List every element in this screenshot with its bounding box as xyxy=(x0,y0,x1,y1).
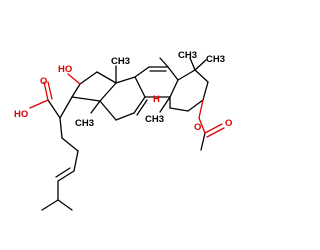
ring-d xyxy=(71,71,117,102)
ring-c xyxy=(99,65,148,121)
stereo-h-label: H xyxy=(153,94,160,105)
methyl-label-c14: CH3 xyxy=(75,118,94,129)
methyl-label-c4a: CH3 xyxy=(178,50,197,61)
hydroxyl-label: HO xyxy=(58,64,72,75)
structure-canvas: HO CH3 H CH3 CH3 O HO CH3 CH3 O O xyxy=(14,50,232,211)
molecule-drawing: HO CH3 H CH3 CH3 O HO CH3 CH3 O O xyxy=(14,50,232,211)
acid-side-chain xyxy=(29,81,101,211)
acetate-group xyxy=(198,99,225,151)
hydroxyl-group xyxy=(67,73,81,85)
ester-oxygen-label: O xyxy=(194,122,201,133)
methyl-label-c4b: CH3 xyxy=(206,54,225,65)
carbonyl-o-label: O xyxy=(40,76,47,87)
methyl-label-c13: CH3 xyxy=(111,56,130,67)
acid-oh-label: HO xyxy=(14,109,28,120)
ring-b xyxy=(134,66,179,98)
ring-a xyxy=(159,57,209,113)
atom-labels: HO CH3 H CH3 CH3 O HO CH3 CH3 O O xyxy=(14,50,232,133)
ester-carbonyl-o-label: O xyxy=(225,118,232,129)
methyl-label-c10: CH3 xyxy=(145,114,164,125)
